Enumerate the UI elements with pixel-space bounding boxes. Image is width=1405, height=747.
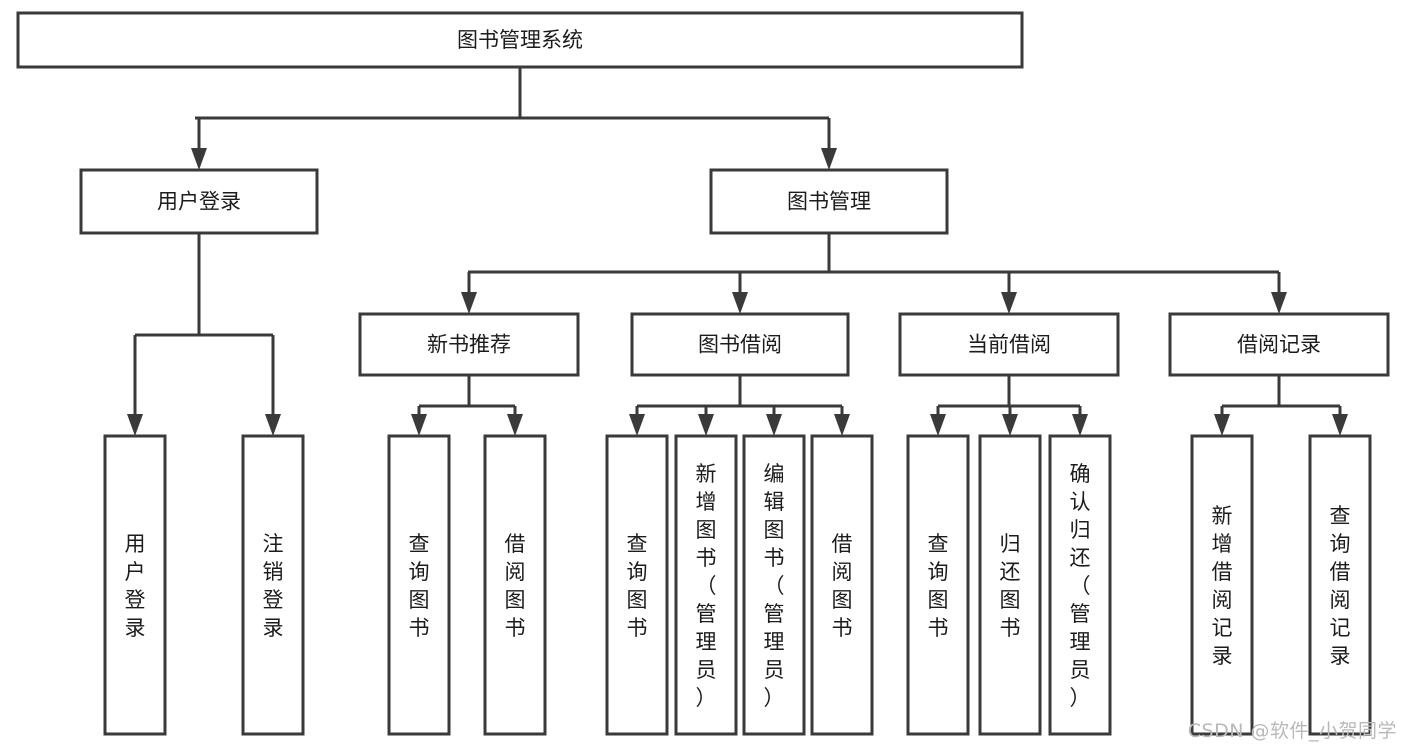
csdn-watermark: CSDN @软件_小贺同学: [1187, 720, 1397, 742]
node-label: 查询图书: [627, 532, 648, 640]
node-label: 查询图书: [928, 532, 949, 640]
connectors-layer: [127, 67, 1348, 436]
node-label: 图书借阅: [698, 333, 782, 357]
node-label: 新书推荐: [427, 333, 511, 357]
node-leaf_10[interactable]: 确认归还（管理员）: [1048, 434, 1112, 736]
new-book-bus: [419, 375, 515, 408]
node-label: 查询借阅记录: [1330, 504, 1351, 668]
node-leaf_6[interactable]: 编辑图书（管理员）: [742, 434, 806, 736]
book-manage-bus: [468, 233, 1279, 274]
edge-l1_1-to-l2_3: [1271, 272, 1287, 314]
node-l1_0[interactable]: 用户登录: [79, 168, 319, 235]
borrow-record-bus: [1222, 375, 1340, 408]
edge-l2_2-to-leaf_9: [1002, 406, 1018, 436]
node-label: 用户登录: [125, 532, 146, 640]
node-leaf_7[interactable]: 借阅图书: [810, 434, 874, 736]
edge-l2_3-to-leaf_12: [1332, 406, 1348, 436]
user-login-bus: [135, 233, 273, 337]
edge-l2_0-to-leaf_3: [507, 406, 523, 436]
edge-l2_1-to-leaf_6: [766, 406, 782, 436]
edge-root-to-l1_1: [821, 118, 837, 170]
node-label: 图书管理: [787, 190, 871, 214]
node-l2_3[interactable]: 借阅记录: [1168, 312, 1390, 377]
node-leaf_5[interactable]: 新增图书（管理员）: [674, 434, 738, 736]
edge-root-to-l1_0: [191, 118, 207, 170]
node-l2_1[interactable]: 图书借阅: [630, 312, 850, 377]
edge-l1_1-to-l2_2: [1001, 272, 1017, 314]
current-borrow-bus: [938, 375, 1080, 408]
node-label: 借阅记录: [1237, 333, 1321, 357]
node-label: 归还图书: [1000, 532, 1021, 640]
borrow-book-bus: [637, 375, 842, 408]
node-label: 图书管理系统: [457, 28, 583, 52]
node-leaf_3[interactable]: 借阅图书: [483, 434, 547, 736]
edge-l1_1-to-l2_0: [461, 272, 477, 314]
edge-l2_0-to-leaf_2: [411, 406, 427, 436]
node-label: 新增借阅记录: [1212, 504, 1233, 668]
node-l1_1[interactable]: 图书管理: [709, 168, 949, 235]
edge-l2_2-to-leaf_10: [1072, 406, 1088, 436]
edge-l2_3-to-leaf_11: [1214, 406, 1230, 436]
node-leaf_12[interactable]: 查询借阅记录: [1308, 434, 1372, 736]
edge-l1_1-to-l2_1: [732, 272, 748, 314]
node-leaf_11[interactable]: 新增借阅记录: [1190, 434, 1254, 736]
node-l2_2[interactable]: 当前借阅: [898, 312, 1120, 377]
node-root[interactable]: 图书管理系统: [16, 11, 1024, 69]
node-leaf_9[interactable]: 归还图书: [978, 434, 1042, 736]
node-leaf_0[interactable]: 用户登录: [103, 434, 167, 736]
node-leaf_8[interactable]: 查询图书: [906, 434, 970, 736]
edge-l1_0-to-leaf_0: [127, 335, 143, 436]
root-bus: [195, 67, 829, 120]
node-label: 编辑图书（管理员）: [764, 462, 785, 710]
node-leaf_4[interactable]: 查询图书: [605, 434, 669, 736]
node-label: 新增图书（管理员）: [696, 462, 717, 710]
node-label: 用户登录: [157, 190, 241, 214]
nodes-layer: 图书管理系统用户登录图书管理新书推荐图书借阅当前借阅借阅记录用户登录注销登录查询…: [16, 11, 1390, 736]
node-label: 查询图书: [409, 532, 430, 640]
node-leaf_1[interactable]: 注销登录: [241, 434, 305, 736]
node-label: 当前借阅: [967, 333, 1051, 357]
node-label: 确认归还（管理员）: [1070, 462, 1091, 710]
node-label: 借阅图书: [505, 532, 526, 640]
edge-l2_1-to-leaf_4: [629, 406, 645, 436]
node-label: 注销登录: [263, 532, 284, 640]
node-leaf_2[interactable]: 查询图书: [387, 434, 451, 736]
node-l2_0[interactable]: 新书推荐: [358, 312, 580, 377]
edge-l2_1-to-leaf_7: [834, 406, 850, 436]
edge-l1_0-to-leaf_1: [265, 335, 281, 436]
node-label: 借阅图书: [832, 532, 853, 640]
edge-l2_1-to-leaf_5: [698, 406, 714, 436]
edge-l2_2-to-leaf_8: [930, 406, 946, 436]
